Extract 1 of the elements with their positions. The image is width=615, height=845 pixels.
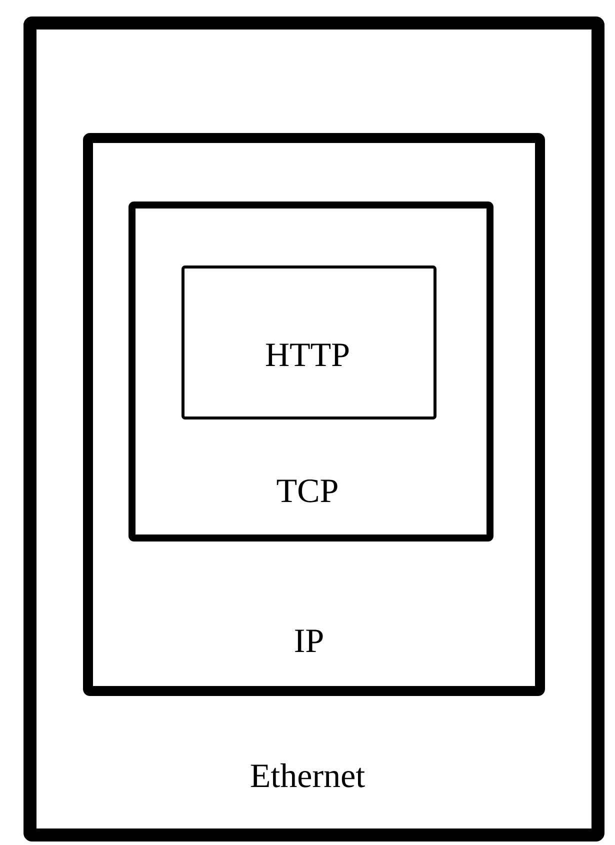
- layer-box: HTTP: [182, 266, 436, 420]
